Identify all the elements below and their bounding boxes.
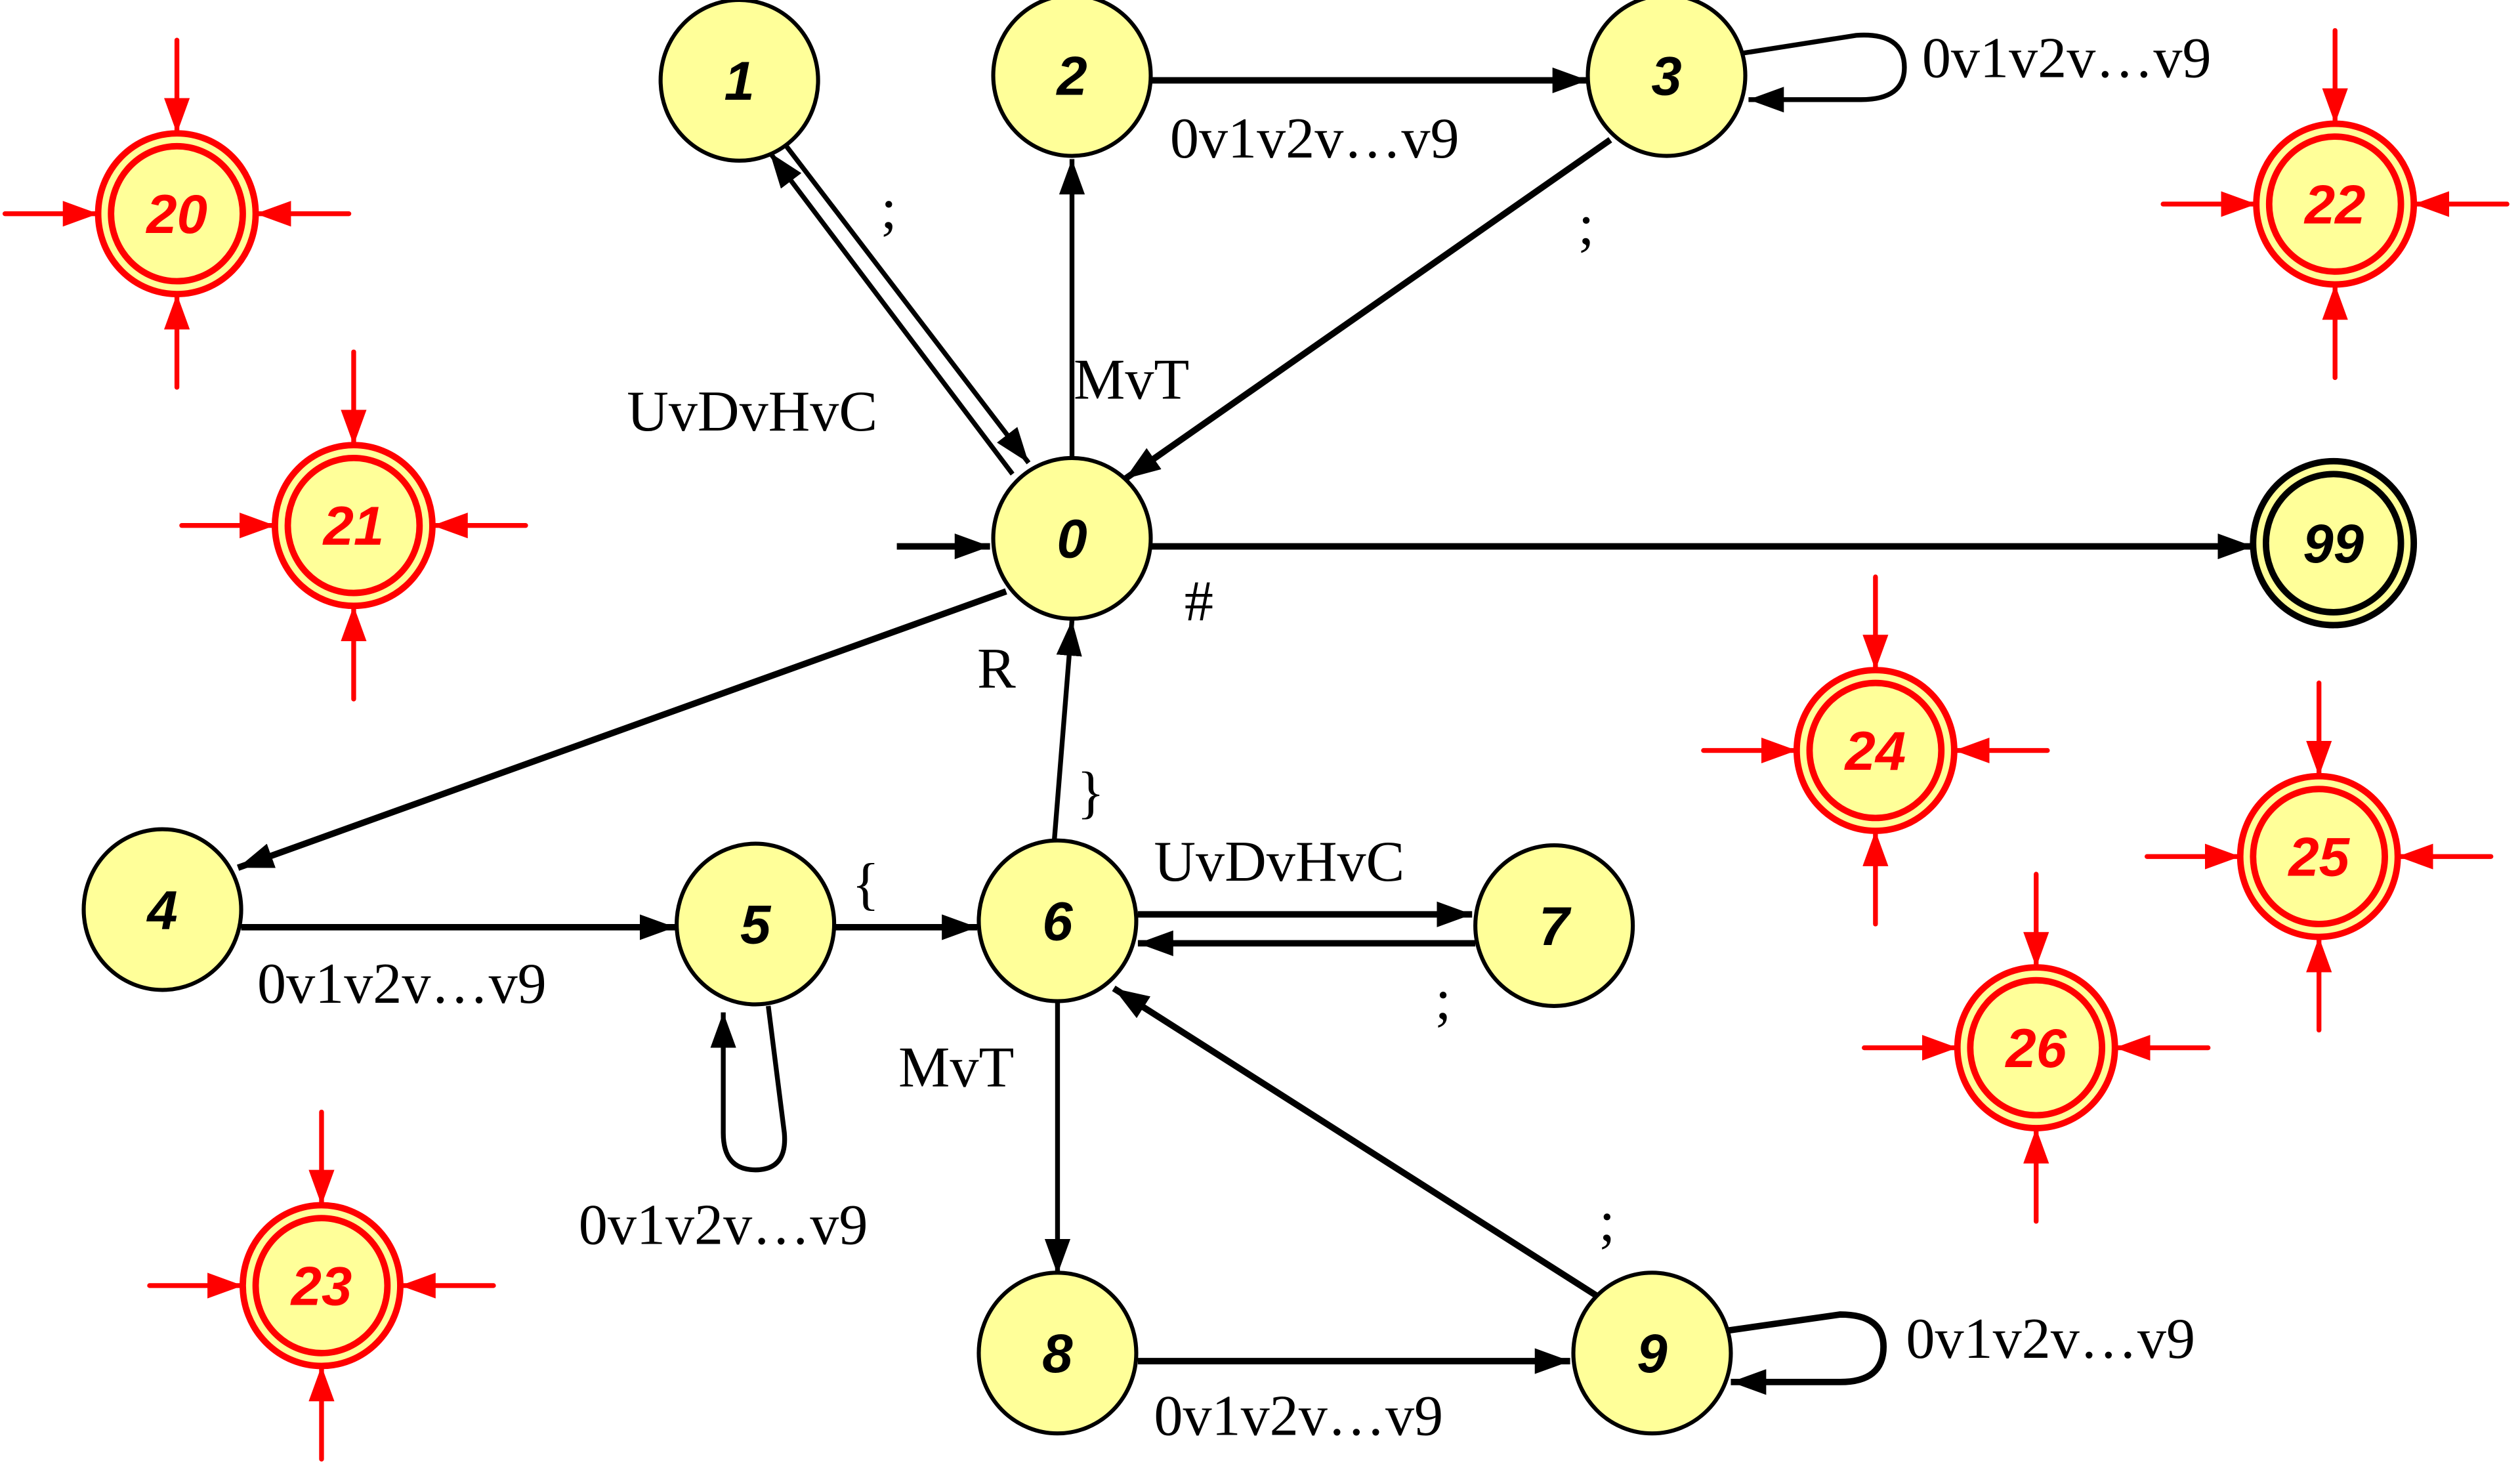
state-7[interactable]: 7 xyxy=(1473,843,1635,1008)
error-state-outer-ring xyxy=(94,130,259,298)
edge-label-9-9: 0v1v2v…v9 xyxy=(1906,1307,2195,1371)
edge-label-3-3: 0v1v2v…v9 xyxy=(1922,26,2212,91)
edge-label-8-9: 0v1v2v…v9 xyxy=(1154,1384,1443,1448)
error-state-23-label: 23 xyxy=(290,1255,352,1316)
error-state-20[interactable]: 20 xyxy=(2,37,352,390)
edge-label-4-5: 0v1v2v…v9 xyxy=(257,952,547,1016)
state-5-label: 5 xyxy=(740,894,772,955)
state-1[interactable]: 1 xyxy=(658,0,820,163)
edges xyxy=(236,32,2254,1395)
state-0[interactable]: 0 xyxy=(991,455,1153,621)
state-9[interactable]: 9 xyxy=(1571,1271,1733,1436)
edge-label-6-8: MvT xyxy=(898,1035,1014,1099)
edge-3-0[interactable] xyxy=(1123,137,1612,482)
state-99-accepting[interactable]: 99 xyxy=(2250,457,2418,629)
error-state-inner-ring xyxy=(2265,133,2404,275)
edge-labels: UvDvHvC ; MvT 0v1v2v…v9 0v1v2v…v9 ; # R … xyxy=(257,26,2212,1448)
error-state-26-label: 26 xyxy=(2004,1018,2067,1079)
error-state-outer-ring xyxy=(272,442,436,610)
edge-5-5[interactable] xyxy=(710,1005,788,1173)
edge-label-6-0: } xyxy=(1077,761,1104,825)
edge-label-2-3: 0v1v2v…v9 xyxy=(1170,106,1460,171)
error-state-22-label: 22 xyxy=(2303,174,2366,235)
error-state-21-label: 21 xyxy=(322,495,385,557)
error-state-20-label: 20 xyxy=(145,184,207,245)
state-2-label: 2 xyxy=(1055,45,1087,106)
edge-1-0[interactable] xyxy=(780,140,1031,465)
error-state-25-label: 25 xyxy=(2287,827,2350,888)
error-state-outer-ring xyxy=(2236,772,2401,940)
error-state-outer-ring xyxy=(2253,120,2418,288)
error-state-24-label: 24 xyxy=(1844,721,1906,782)
error-state-21[interactable]: 21 xyxy=(179,349,528,702)
state-8-label: 8 xyxy=(1042,1323,1073,1384)
edge-0-4[interactable] xyxy=(236,588,1007,871)
edge-label-0-99: # xyxy=(1185,569,1213,633)
error-state-25[interactable]: 25 xyxy=(2145,681,2494,1033)
state-3-label: 3 xyxy=(1651,45,1681,106)
error-state-outer-ring xyxy=(240,1202,404,1370)
state-3[interactable]: 3 xyxy=(1586,0,1748,158)
edge-label-5-6: { xyxy=(852,852,879,916)
edge-label-1-0: ; xyxy=(881,177,897,242)
state-9-label: 9 xyxy=(1637,1323,1667,1384)
error-state-inner-ring xyxy=(284,454,423,597)
edge-9-6[interactable] xyxy=(1112,985,1598,1298)
edge-label-0-4: R xyxy=(977,637,1016,701)
edge-6-0[interactable] xyxy=(1051,620,1082,841)
edge-label-0-2: MvT xyxy=(1074,347,1189,411)
state-7-label: 7 xyxy=(1539,896,1572,957)
error-state-inner-ring xyxy=(252,1215,391,1356)
state-5[interactable]: 5 xyxy=(675,841,837,1007)
edge-label-7-6: ; xyxy=(1435,967,1452,1032)
error-state-inner-ring xyxy=(108,142,246,285)
error-state-inner-ring xyxy=(2250,786,2388,927)
state-6-label: 6 xyxy=(1042,891,1073,952)
error-state-22[interactable]: 22 xyxy=(2160,28,2510,381)
states: 0 1 2 3 4 5 6 7 xyxy=(81,0,2418,1436)
error-state-inner-ring xyxy=(1967,977,2106,1119)
state-99-label: 99 xyxy=(2303,513,2364,574)
state-4[interactable]: 4 xyxy=(81,827,243,992)
edge-9-9[interactable] xyxy=(1727,1311,1887,1395)
edge-3-3[interactable] xyxy=(1743,32,1907,113)
state-8[interactable]: 8 xyxy=(976,1271,1139,1436)
error-state-outer-ring xyxy=(1793,667,1958,834)
error-state-23[interactable]: 23 xyxy=(147,1109,496,1462)
state-2[interactable]: 2 xyxy=(991,0,1153,158)
edge-label-9-6: ; xyxy=(1599,1189,1616,1253)
edge-label-3-0: ; xyxy=(1578,193,1595,257)
state-1-label: 1 xyxy=(724,51,754,112)
state-4-label: 4 xyxy=(146,879,177,940)
error-state-24[interactable]: 24 xyxy=(1701,574,2050,927)
edge-label-0-1: UvDvHvC xyxy=(627,379,877,444)
error-state-outer-ring xyxy=(1954,964,2118,1131)
state-6[interactable]: 6 xyxy=(976,838,1139,1003)
error-state-inner-ring xyxy=(1806,679,1945,822)
edge-label-6-7: UvDvHvC xyxy=(1154,830,1404,894)
edge-0-1[interactable] xyxy=(768,151,1015,476)
error-state-26[interactable]: 26 xyxy=(1862,872,2211,1224)
state-0-label: 0 xyxy=(1057,509,1087,570)
edge-label-5-5: 0v1v2v…v9 xyxy=(579,1192,868,1257)
